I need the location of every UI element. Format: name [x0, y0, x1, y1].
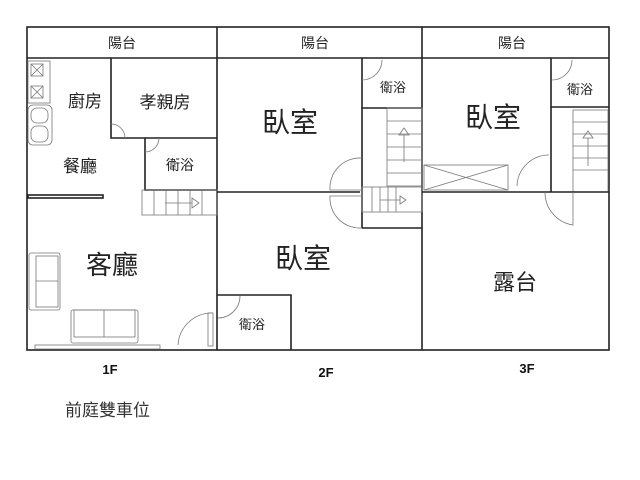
- door-icon: [329, 157, 363, 191]
- door-icon: [144, 137, 160, 153]
- bedroom-label-3f: 臥室: [465, 101, 521, 134]
- stairs-icon: [361, 107, 423, 229]
- balcony-label-1f: 陽台: [108, 36, 136, 52]
- partition-wall: [27, 194, 104, 199]
- floor-label-1f: 1F: [102, 362, 117, 377]
- dining-label: 餐廳: [63, 157, 97, 177]
- sofa-icon: [28, 252, 61, 311]
- floor-1f: 陽台 廚房 孝親房 衛浴 餐廳 客廳: [27, 36, 218, 377]
- sofa-icon: [70, 309, 139, 344]
- floor-2f: 陽台 衛浴 臥室 臥室 衛浴 2F: [217, 36, 423, 380]
- floor-label-3f: 3F: [519, 361, 534, 376]
- door-icon: [361, 59, 383, 81]
- door-leaf: [207, 312, 214, 347]
- bath-label-1f: 衛浴: [166, 158, 194, 174]
- kitchen-label: 廚房: [68, 91, 102, 112]
- sink-icon: [27, 104, 53, 146]
- door-icon: [516, 154, 550, 187]
- bath-label-3f: 衛浴: [567, 83, 593, 98]
- window-icon: [34, 344, 161, 350]
- floor-3f: 陽台 衛浴 臥室 露台 3F: [422, 36, 609, 376]
- stairs-icon: [141, 189, 218, 216]
- stove-icon: [27, 60, 51, 104]
- bath-top-label-2f: 衛浴: [380, 81, 406, 96]
- floor-label-2f: 2F: [318, 365, 333, 380]
- door-icon: [544, 191, 574, 226]
- door-icon: [551, 59, 573, 81]
- balcony-label-2f: 陽台: [301, 36, 329, 52]
- bedroom-top-label-2f: 臥室: [262, 106, 318, 139]
- door-icon: [217, 295, 241, 319]
- void-opening-icon: [423, 164, 509, 191]
- door-icon: [110, 123, 126, 139]
- stairs-icon: [550, 107, 609, 193]
- elder-room-label: 孝親房: [140, 93, 191, 113]
- bath-wall-2f-bottom: [217, 294, 292, 350]
- elder-room-wall: [110, 58, 217, 139]
- bath-bottom-label-2f: 衛浴: [239, 318, 265, 333]
- bedroom-bottom-label-2f: 臥室: [275, 242, 331, 275]
- door-icon: [329, 195, 363, 229]
- parking-note: 前庭雙車位: [65, 401, 150, 421]
- door-icon: [177, 312, 213, 346]
- outer-wall: [26, 26, 610, 351]
- balcony-label-3f: 陽台: [498, 36, 526, 52]
- living-room-label: 客廳: [86, 251, 138, 281]
- terrace-label: 露台: [493, 271, 537, 296]
